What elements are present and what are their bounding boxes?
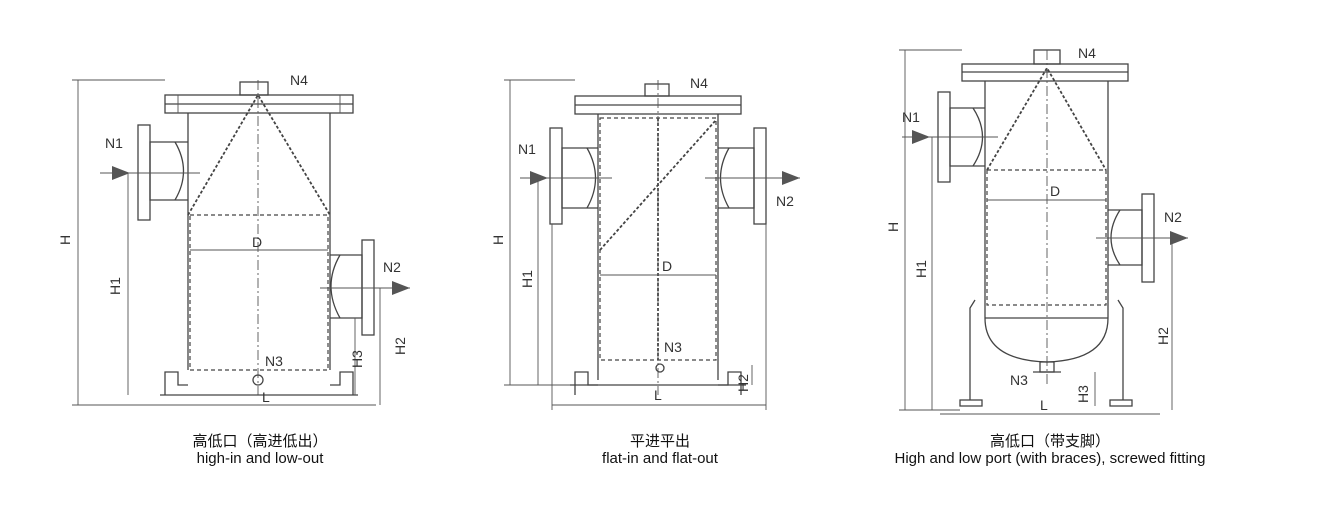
caption-en: high-in and low-out <box>196 450 324 467</box>
label-h2: H2 <box>735 374 751 392</box>
label-h2: H2 <box>392 337 408 355</box>
label-h3: H3 <box>1075 385 1091 403</box>
label-d: D <box>662 258 672 274</box>
diagram-flat-in-flat-out: N4 N1 N2 N3 D L H H1 H2 <box>490 75 800 410</box>
label-n4: N4 <box>1078 45 1096 61</box>
drain-port <box>252 374 264 386</box>
inlet-arrow <box>530 171 548 185</box>
diagram-with-braces: N4 N1 N2 N3 D L H H1 H2 H3 <box>885 45 1188 415</box>
filter-basket <box>986 169 1107 306</box>
caption-zh: 高低口（高进低出） <box>192 432 328 450</box>
leg-foot-right <box>1109 399 1133 407</box>
label-n2: N2 <box>776 193 794 209</box>
caption-zh: 高低口（带支脚） <box>989 432 1110 450</box>
label-n3: N3 <box>664 339 682 355</box>
outlet-pipe <box>1108 209 1143 266</box>
label-h: H <box>57 235 73 245</box>
outlet-flange <box>753 127 767 225</box>
caption-diagram-3: 高低口（带支脚） High and low port (with braces)… <box>840 432 1260 468</box>
diagram-high-in-low-out: N4 N1 N2 N3 D L H H1 H2 H3 <box>57 72 410 406</box>
outlet-arrow <box>1170 231 1188 245</box>
caption-diagram-1: 高低口（高进低出） high-in and low-out <box>130 432 390 468</box>
outlet-arrow <box>782 171 800 185</box>
label-n4: N4 <box>690 75 708 91</box>
label-h2: H2 <box>1155 327 1171 345</box>
label-l: L <box>1040 397 1048 413</box>
inlet-arrow <box>112 166 130 180</box>
inlet-flange <box>549 127 563 225</box>
label-l: L <box>654 387 662 403</box>
label-h1: H1 <box>913 260 929 278</box>
label-n2: N2 <box>383 259 401 275</box>
inlet-flange <box>137 124 151 221</box>
label-n2: N2 <box>1164 209 1182 225</box>
cover-handle <box>239 81 269 96</box>
label-l: L <box>262 389 270 405</box>
label-h1: H1 <box>519 270 535 288</box>
leg-foot-left <box>959 399 983 407</box>
label-n4: N4 <box>290 72 308 88</box>
label-d: D <box>252 234 262 250</box>
label-d: D <box>1050 183 1060 199</box>
label-n1: N1 <box>902 109 920 125</box>
inlet-pipe <box>149 141 188 201</box>
label-n1: N1 <box>518 141 536 157</box>
caption-en: High and low port (with braces), screwed… <box>894 450 1206 467</box>
dished-bottom <box>984 317 1109 363</box>
label-n3: N3 <box>265 353 283 369</box>
label-n3: N3 <box>1010 372 1028 388</box>
label-n1: N1 <box>105 135 123 151</box>
outlet-arrow <box>392 281 410 295</box>
label-h1: H1 <box>107 277 123 295</box>
label-h: H <box>885 222 901 232</box>
cover-handle <box>644 83 670 97</box>
caption-diagram-2: 平进平出 flat-in and flat-out <box>540 432 780 468</box>
inlet-arrow <box>912 130 930 144</box>
caption-zh: 平进平出 <box>629 432 690 450</box>
label-h3: H3 <box>349 350 365 368</box>
outlet-flange <box>361 239 375 336</box>
caption-en: flat-in and flat-out <box>602 450 718 467</box>
drain-port <box>655 363 665 373</box>
label-h: H <box>490 235 506 245</box>
